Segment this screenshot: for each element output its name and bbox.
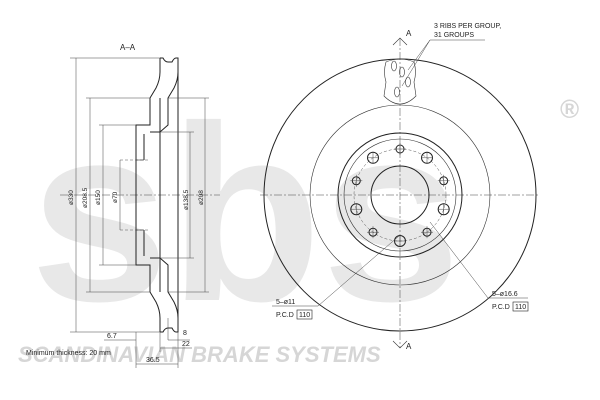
bolt-hole-pattern [350, 143, 450, 247]
ribs-leader-2 [401, 39, 431, 87]
bolt-pcd-prefix: P.C.D [276, 312, 294, 319]
dim-friction-diameter: ø208.5 [82, 187, 89, 208]
watermark-tagline: SCANDINAVIAN BRAKE SYSTEMS [18, 342, 381, 367]
ribs-leader-1 [407, 39, 485, 71]
bolt-holes-leader [272, 235, 400, 307]
section-profile-lower [135, 256, 179, 333]
section-arrow-bottom [392, 340, 408, 349]
ribs-note-line2: 31 GROUPS [434, 32, 474, 39]
ribs-note-line1: 3 RIBS PER GROUP, [434, 23, 501, 30]
bolt-pcd-value: 110 [299, 312, 310, 319]
hat-inner-ring [343, 138, 457, 252]
section-marker-top: A [406, 29, 412, 38]
dim-outer-diameter: ø330 [68, 190, 75, 205]
aux-pcd-box [512, 301, 529, 312]
section-arrow-top [392, 37, 408, 46]
section-title: A–A [120, 43, 136, 52]
face-view: A A 3 RIBS PER GROUP, 31 GROUPS 5–ø11 P.… [260, 23, 540, 351]
section-view: A–A ø330 ø208.5 ø150 ø70 [26, 43, 220, 368]
min-thickness-note: Minimum thickness: 20 mm [26, 350, 111, 357]
aux-holes-leader [429, 221, 528, 299]
dim-disc-thickness: 22 [182, 341, 190, 348]
vent-rib-4 [394, 86, 400, 98]
dim-offset-6-7: 6.7 [107, 333, 117, 340]
dim-hat-diameter: ø138.5 [183, 189, 190, 210]
vent-rib-2 [399, 66, 405, 78]
dim-hub-diameter: ø150 [95, 190, 102, 205]
hat-flange [337, 132, 463, 258]
dim-bore-diameter: ø70 [112, 191, 119, 203]
vent-rib-3 [405, 76, 411, 88]
section-marker-bottom: A [406, 342, 412, 351]
dim-vent-diameter: ø208 [198, 190, 205, 205]
dim-total-height: 36.5 [146, 357, 160, 364]
center-bore [370, 165, 430, 225]
registered-mark: ® [560, 94, 579, 124]
watermark-logo: sbs ® SCANDINAVIAN BRAKE SYSTEMS [18, 74, 579, 367]
watermark-logo-text: sbs [30, 74, 461, 353]
aux-pcd-prefix: P.C.D [492, 304, 510, 311]
friction-inner-edge [309, 104, 491, 286]
aux-pcd-value: 110 [515, 304, 526, 311]
bolt-pcd-box [296, 309, 313, 320]
vent-rib-cutout [383, 58, 417, 105]
bolt-holes-label: 5–ø11 [276, 299, 295, 306]
vent-rib-1 [391, 60, 397, 72]
section-profile-upper [135, 57, 179, 134]
aux-holes-label: 5–ø16.6 [492, 291, 518, 298]
dim-thickness-8: 8 [183, 330, 187, 337]
